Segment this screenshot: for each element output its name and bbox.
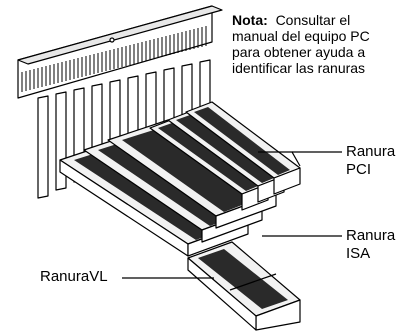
isa-slots [59,119,277,257]
isa-label-line1: Ranura [346,227,396,244]
note-line-1: Consultar el [275,12,351,28]
panel-screw [109,37,115,43]
pci-label-line2: PCI [346,161,372,178]
leader-lines [122,151,342,279]
pci-slots [149,101,301,211]
back-panel-top [17,5,223,65]
note-prefix: Nota: [232,12,268,28]
note-line-3: para obtener ayuda a [232,44,366,60]
isa-label: Ranura ISA [346,227,395,263]
isa-label-line2: ISA [346,245,371,262]
note-line-4: identificar las ranuras [232,60,366,76]
vl-slot [187,241,301,331]
vl-label: RanuraVL [40,268,108,285]
note-text: Nota: Consultar el manual del equipo PC … [232,12,418,76]
note-line-2: manual del equipo PC [232,28,370,44]
pci-label: Ranura PCI [346,143,395,179]
pci-label-line1: Ranura [346,143,396,160]
vent-grille [21,26,207,92]
